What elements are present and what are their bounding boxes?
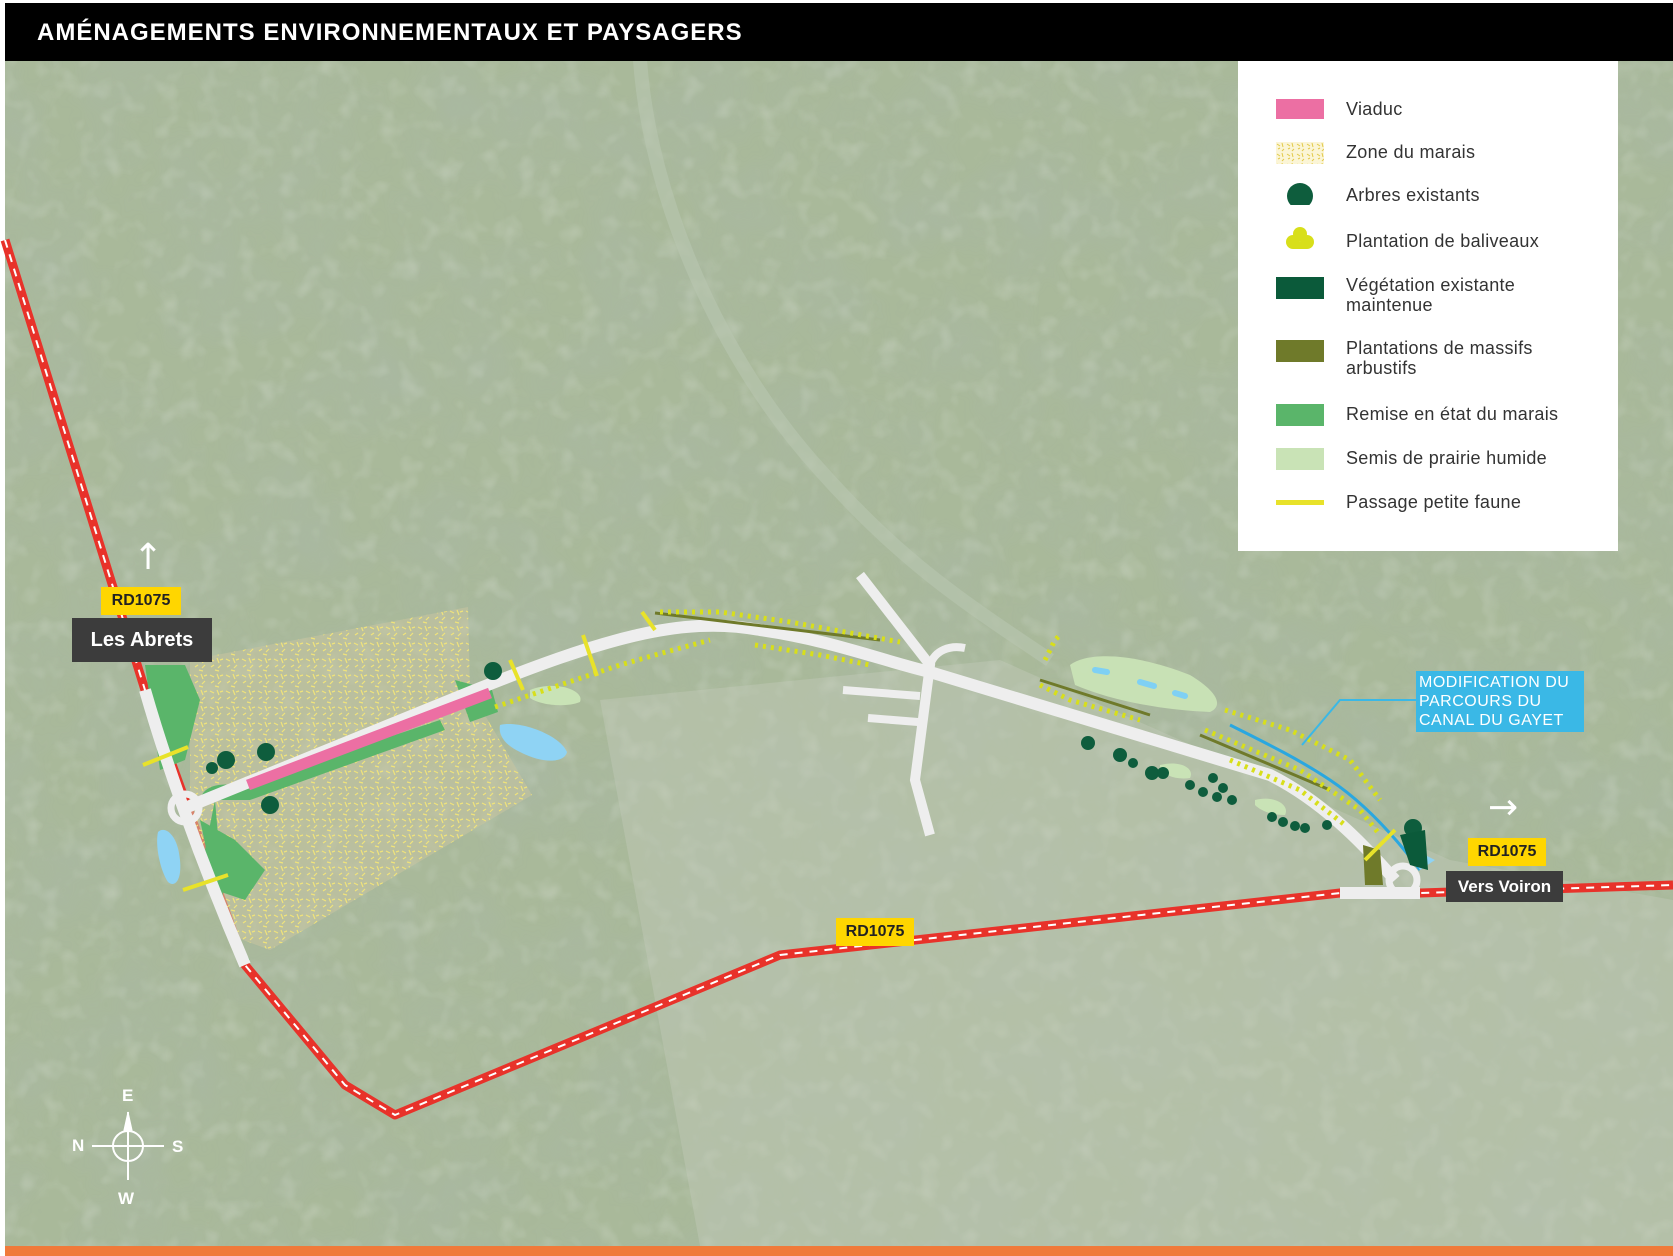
- map-legend: Viaduc Zone du marais Arbres existants P…: [1238, 61, 1618, 551]
- arrow-right-icon: →: [1488, 787, 1519, 828]
- town-label-vers-voiron: Vers Voiron: [1446, 871, 1563, 902]
- legend-label: Passage petite faune: [1346, 492, 1522, 512]
- road-badge-east: RD1075: [1468, 838, 1546, 866]
- viaduct-swatch: [1276, 99, 1324, 119]
- canal-note-pointer: [1301, 699, 1420, 746]
- river-trace: [633, 59, 1054, 666]
- bottom-accent-bar: [5, 1246, 1673, 1256]
- compass-west-label: W: [118, 1189, 135, 1208]
- yellow-line-swatch: [1276, 500, 1324, 505]
- header-bar: AMÉNAGEMENTS ENVIRONNEMENTAUX ET PAYSAGE…: [5, 3, 1673, 61]
- new-road: [139, 571, 1421, 968]
- sapling-cluster-icon: [1286, 227, 1314, 249]
- viaduct: [246, 687, 492, 791]
- maintained-vegetation: [1400, 830, 1428, 870]
- marsh-zone: [190, 607, 532, 950]
- road-badge-west: RD1075: [101, 587, 181, 615]
- legend-label: Plantations de massifs arbustifs: [1346, 338, 1533, 378]
- compass-south-label: S: [172, 1137, 184, 1156]
- dark-green-swatch: [1276, 277, 1324, 299]
- compass-north-label: N: [72, 1136, 85, 1155]
- legend-label: Arbres existants: [1346, 185, 1480, 205]
- town-label-les-abrets: Les Abrets: [72, 618, 212, 662]
- canal-modification-note: MODIFICATION DU PARCOURS DU CANAL DU GAY…: [1416, 671, 1584, 732]
- light-green-swatch: [1276, 448, 1324, 470]
- legend-label: Végétation existante maintenue: [1346, 275, 1516, 315]
- arrow-up-icon: ↑: [133, 537, 164, 578]
- legend-label: Remise en état du marais: [1346, 404, 1559, 424]
- small-fauna-passages: [142, 610, 1397, 892]
- urban-area: [600, 660, 1673, 1246]
- page-title: AMÉNAGEMENTS ENVIRONNEMENTAUX ET PAYSAGE…: [37, 19, 743, 46]
- legend-label: Viaduc: [1346, 99, 1403, 119]
- green-swatch: [1276, 404, 1324, 426]
- compass-rose: [92, 1111, 164, 1180]
- marsh-texture-swatch: [1276, 142, 1324, 164]
- existing-trees: [206, 662, 1422, 837]
- tree-dot-icon: [1287, 183, 1313, 205]
- compass-east-label: E: [122, 1086, 134, 1105]
- road-badge-middle: RD1075: [836, 918, 914, 946]
- legend-label: Plantation de baliveaux: [1346, 231, 1540, 251]
- legend-label: Semis de prairie humide: [1346, 448, 1547, 468]
- olive-swatch: [1276, 340, 1324, 362]
- sapling-plantings: [494, 609, 1382, 837]
- legend-label: Zone du marais: [1346, 142, 1476, 162]
